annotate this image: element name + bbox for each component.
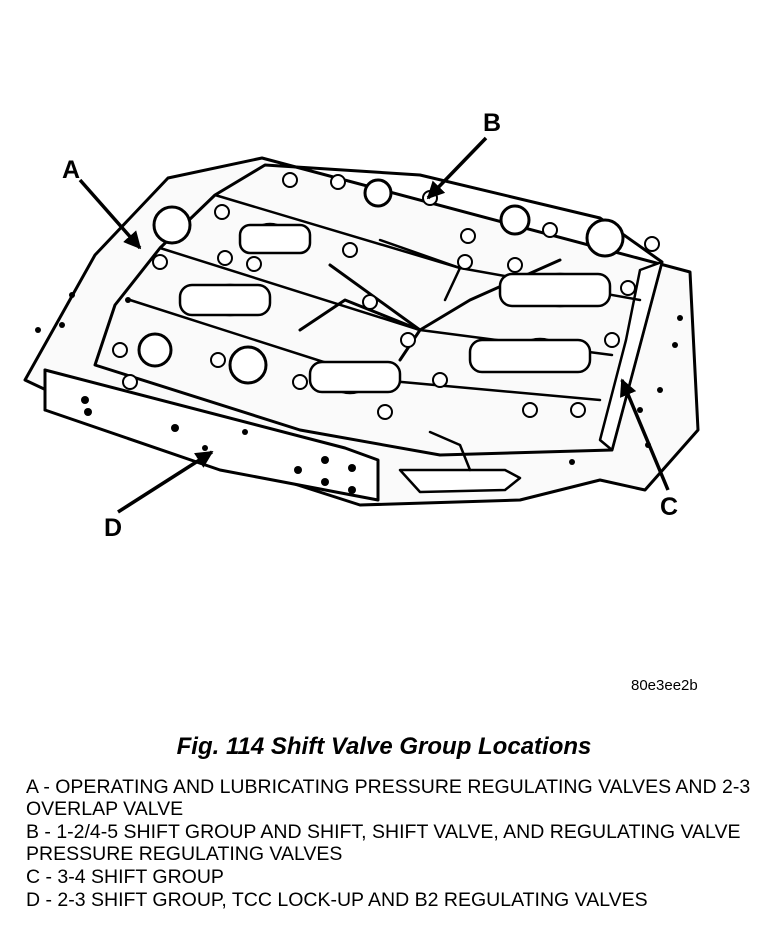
- callout-c-arrow: [620, 378, 670, 491]
- valve-body-drawing: [23, 136, 700, 514]
- callout-label-b: B: [483, 109, 502, 137]
- callout-label-a: A: [62, 156, 81, 184]
- legend-item-c: C - 3-4 SHIFT GROUP: [26, 866, 224, 888]
- image-id-label: 80e3ee2b: [631, 677, 698, 694]
- callout-d-arrow: [117, 450, 214, 514]
- legend-item-a: A - OPERATING AND LUBRICATING PRESSURE R…: [26, 776, 751, 820]
- legend-item-d: D - 2-3 SHIFT GROUP, TCC LOCK-UP AND B2 …: [26, 889, 648, 911]
- callout-label-c: C: [660, 493, 679, 521]
- valve-body-illustration: [23, 136, 700, 514]
- side-rail: [598, 260, 664, 452]
- callout-a-arrow: [78, 178, 142, 250]
- figure-caption: Fig. 114 Shift Valve Group Locations: [176, 733, 592, 760]
- legend-item-b: B - 1-2/4-5 SHIFT GROUP AND SHIFT, SHIFT…: [26, 821, 741, 865]
- callout-b-arrow: [426, 136, 488, 200]
- legend-list: A - OPERATING AND LUBRICATING PRESSURE R…: [26, 776, 756, 912]
- callout-label-d: D: [104, 514, 123, 542]
